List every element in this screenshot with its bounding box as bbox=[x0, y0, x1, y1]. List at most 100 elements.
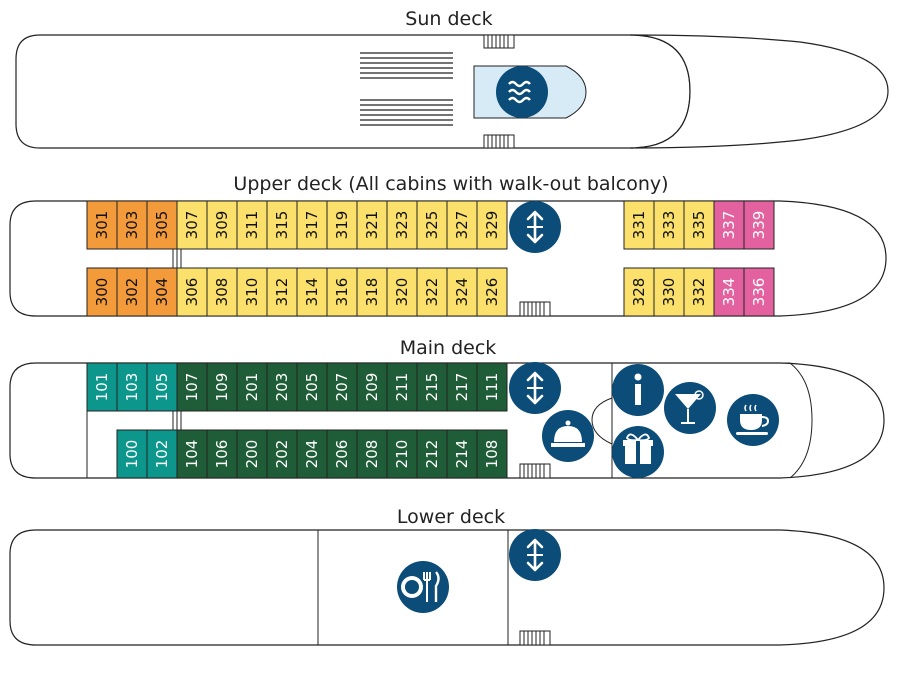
cabin-box bbox=[116, 429, 148, 479]
cabin-320: 320 bbox=[386, 267, 418, 317]
cabin-number: 307 bbox=[183, 211, 201, 240]
cabin-104: 104 bbox=[176, 429, 208, 479]
cabin-box bbox=[356, 200, 388, 250]
cabin-318: 318 bbox=[356, 267, 388, 317]
cabin-box bbox=[266, 362, 298, 412]
cabin-327: 327 bbox=[446, 200, 478, 250]
cabin-336: 336 bbox=[743, 267, 775, 317]
cabin-335: 335 bbox=[683, 200, 715, 250]
cabin-box bbox=[116, 200, 148, 250]
cabin-number: 321 bbox=[363, 211, 381, 240]
cabin-106: 106 bbox=[206, 429, 238, 479]
cabin-204: 204 bbox=[296, 429, 328, 479]
cabin-315: 315 bbox=[266, 200, 298, 250]
cabin-number: 102 bbox=[153, 440, 171, 469]
cabin-301: 301 bbox=[86, 200, 118, 250]
cabin-number: 217 bbox=[453, 373, 471, 402]
information-icon bbox=[612, 364, 664, 416]
cabin-box bbox=[476, 429, 508, 479]
cabin-box bbox=[653, 267, 685, 317]
cabin-box bbox=[116, 267, 148, 317]
sun-deck-hull bbox=[15, 34, 691, 149]
cabin-305: 305 bbox=[146, 200, 178, 250]
cabin-215: 215 bbox=[416, 362, 448, 412]
cabin-number: 311 bbox=[243, 211, 261, 240]
main-deck-lounge-curve bbox=[591, 397, 613, 445]
cabin-310: 310 bbox=[236, 267, 268, 317]
cabin-number: 331 bbox=[630, 211, 648, 240]
cabin-201: 201 bbox=[236, 362, 268, 412]
cabin-number: 305 bbox=[153, 211, 171, 240]
cabin-number: 103 bbox=[123, 373, 141, 402]
cabin-number: 202 bbox=[273, 440, 291, 469]
sun-deck-stairs-top bbox=[483, 34, 515, 49]
cabin-100: 100 bbox=[116, 429, 148, 479]
sun-deck-stairs-bottom bbox=[483, 134, 515, 149]
cabin-339: 339 bbox=[743, 200, 775, 250]
cabin-311: 311 bbox=[236, 200, 268, 250]
cabin-202: 202 bbox=[266, 429, 298, 479]
cabin-number: 333 bbox=[660, 211, 678, 240]
cabin-334: 334 bbox=[713, 267, 745, 317]
cabin-box bbox=[386, 429, 418, 479]
cabin-box bbox=[206, 362, 238, 412]
cabin-329: 329 bbox=[476, 200, 508, 250]
cabin-number: 332 bbox=[690, 278, 708, 307]
cabin-box bbox=[176, 267, 208, 317]
cabin-box bbox=[416, 267, 448, 317]
cabin-105: 105 bbox=[146, 362, 178, 412]
cabin-324: 324 bbox=[446, 267, 478, 317]
cabin-number: 107 bbox=[183, 373, 201, 402]
cabin-211: 211 bbox=[386, 362, 418, 412]
cabin-box bbox=[326, 429, 358, 479]
cabin-321: 321 bbox=[356, 200, 388, 250]
coffee-cup-icon bbox=[727, 394, 779, 446]
main-deck-title: Main deck bbox=[400, 337, 497, 359]
sun-deck-title: Sun deck bbox=[405, 8, 492, 30]
cabin-308: 308 bbox=[206, 267, 238, 317]
main-deck-passage bbox=[172, 411, 182, 430]
cabin-102: 102 bbox=[146, 429, 178, 479]
cabin-322: 322 bbox=[416, 267, 448, 317]
cabin-box bbox=[326, 267, 358, 317]
cabin-number: 301 bbox=[93, 211, 111, 240]
cabin-box bbox=[266, 429, 298, 479]
cabin-number: 310 bbox=[243, 278, 261, 307]
cabin-number: 108 bbox=[483, 440, 501, 469]
cabin-number: 215 bbox=[423, 373, 441, 402]
upper-deck-title: Upper deck (All cabins with walk-out bal… bbox=[233, 173, 668, 195]
cabin-box bbox=[416, 200, 448, 250]
sun-loungers bbox=[360, 52, 453, 126]
cabin-number: 326 bbox=[483, 278, 501, 307]
cabin-box bbox=[713, 267, 745, 317]
cabin-number: 328 bbox=[630, 278, 648, 307]
cabin-number: 302 bbox=[123, 278, 141, 307]
cabin-number: 105 bbox=[153, 373, 171, 402]
cabin-box bbox=[623, 267, 655, 317]
main-deck-lounge-wall bbox=[611, 362, 813, 479]
cabin-number: 204 bbox=[303, 440, 321, 469]
cabin-317: 317 bbox=[296, 200, 328, 250]
cabin-number: 315 bbox=[273, 211, 291, 240]
cabin-number: 317 bbox=[303, 211, 321, 240]
cabin-number: 208 bbox=[363, 440, 381, 469]
elevator-icon bbox=[509, 529, 561, 581]
cabin-330: 330 bbox=[653, 267, 685, 317]
cabin-200: 200 bbox=[236, 429, 268, 479]
cabin-number: 323 bbox=[393, 211, 411, 240]
lower-deck: Lower deck bbox=[9, 506, 885, 646]
cabin-number: 200 bbox=[243, 440, 261, 469]
cabin-box bbox=[146, 267, 178, 317]
upper-deck: Upper deck (All cabins with walk-out bal… bbox=[9, 173, 887, 317]
cabin-number: 308 bbox=[213, 278, 231, 307]
cabin-box bbox=[86, 267, 118, 317]
cabin-box bbox=[146, 362, 178, 412]
cabin-box bbox=[743, 267, 775, 317]
cabin-302: 302 bbox=[116, 267, 148, 317]
cabin-207: 207 bbox=[326, 362, 358, 412]
elevator-icon bbox=[509, 201, 561, 253]
cabin-number: 330 bbox=[660, 278, 678, 307]
